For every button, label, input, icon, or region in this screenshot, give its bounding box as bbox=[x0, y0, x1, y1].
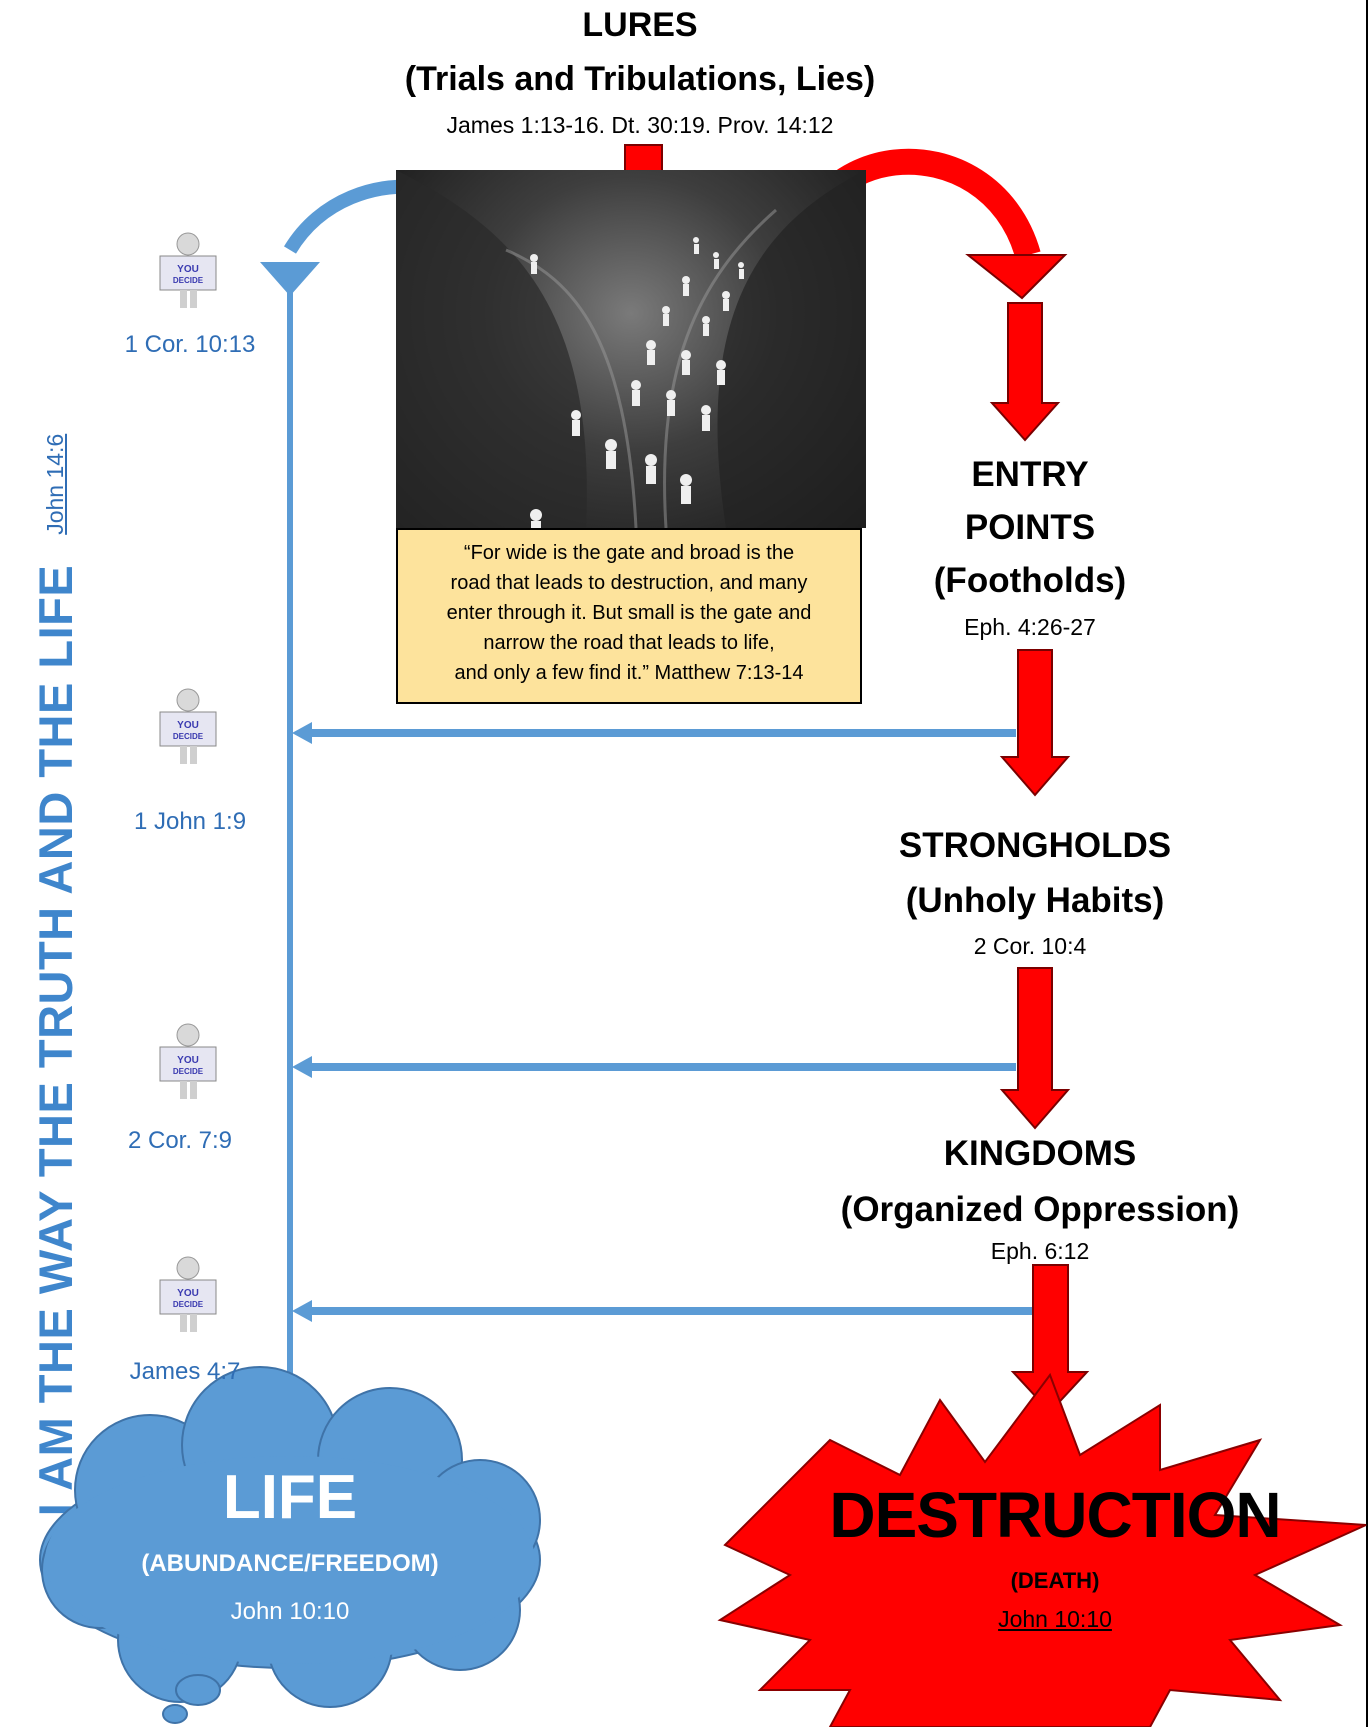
decision-ref-3: 2 Cor. 7:9 bbox=[127, 1127, 233, 1154]
entry-points-ref: Eph. 4:26-27 bbox=[964, 614, 1096, 640]
to-entry-arrow bbox=[989, 302, 1061, 442]
return-arrowhead-3 bbox=[292, 1300, 312, 1322]
decision-ref-2: 1 John 1:9 bbox=[133, 808, 247, 835]
you-decide-figure-4: YOU DECIDE bbox=[159, 1256, 217, 1332]
return-arrowhead-1 bbox=[292, 722, 312, 744]
entry-points-title-1: ENTRY bbox=[971, 455, 1089, 494]
destruction-curve-arrowhead bbox=[965, 254, 1068, 300]
return-arrow-3 bbox=[300, 1307, 1036, 1315]
you-decide-figure-3: YOU DECIDE bbox=[159, 1023, 217, 1099]
matthew-quote-box: “For wide is the gate and broad is the r… bbox=[396, 528, 862, 704]
svg-text:YOU: YOU bbox=[177, 720, 199, 731]
kingdoms-title: KINGDOMS bbox=[943, 1134, 1137, 1173]
to-kingdoms-arrow bbox=[999, 967, 1071, 1130]
quote-line: and only a few find it.” Matthew 7:13-14 bbox=[454, 662, 804, 684]
destruction-ref[interactable]: John 10:10 bbox=[998, 1606, 1112, 1632]
life-curve-arrowhead bbox=[260, 262, 320, 296]
return-arrow-1 bbox=[300, 729, 1016, 737]
quote-line: road that leads to destruction, and many bbox=[450, 572, 808, 594]
to-strongholds-arrow bbox=[999, 649, 1071, 797]
svg-text:DECIDE: DECIDE bbox=[173, 1067, 204, 1076]
svg-text:DECIDE: DECIDE bbox=[173, 732, 204, 741]
lures-subtitle: (Trials and Tribulations, Lies) bbox=[404, 60, 876, 98]
entry-points-subtitle: (Footholds) bbox=[933, 561, 1127, 600]
page-edge-line bbox=[1366, 0, 1368, 1727]
to-destruction-arrow bbox=[1010, 1264, 1090, 1414]
life-title: LIFE bbox=[222, 1463, 358, 1532]
life-path-line bbox=[287, 270, 293, 1415]
you-decide-figure-1: YOU DECIDE bbox=[159, 232, 217, 308]
forking-roads-photo bbox=[396, 170, 866, 528]
strongholds-title: STRONGHOLDS bbox=[898, 826, 1172, 865]
quote-line: enter through it. But small is the gate … bbox=[446, 602, 812, 624]
destruction-starburst bbox=[717, 1372, 1367, 1727]
quote-line: narrow the road that leads to life, bbox=[483, 632, 775, 654]
entry-points-title-2: POINTS bbox=[964, 508, 1096, 547]
life-subtitle: (ABUNDANCE/FREEDOM) bbox=[141, 1550, 439, 1577]
lures-refs: James 1:13-16. Dt. 30:19. Prov. 14:12 bbox=[446, 112, 834, 138]
kingdoms-subtitle: (Organized Oppression) bbox=[840, 1190, 1240, 1229]
svg-text:YOU: YOU bbox=[177, 1288, 199, 1299]
svg-text:YOU: YOU bbox=[177, 1055, 199, 1066]
quote-line: “For wide is the gate and broad is the bbox=[463, 542, 795, 564]
strongholds-ref: 2 Cor. 10:4 bbox=[973, 933, 1087, 959]
svg-text:DECIDE: DECIDE bbox=[173, 276, 204, 285]
strongholds-subtitle: (Unholy Habits) bbox=[905, 881, 1165, 920]
lures-title: LURES bbox=[582, 6, 698, 44]
return-arrow-2 bbox=[300, 1063, 1016, 1071]
life-ref: John 10:10 bbox=[230, 1598, 350, 1625]
destruction-title: DESTRUCTION bbox=[829, 1479, 1281, 1551]
kingdoms-ref: Eph. 6:12 bbox=[990, 1238, 1090, 1264]
you-decide-figure-2: YOU DECIDE bbox=[159, 688, 217, 764]
roads-illustration bbox=[396, 170, 866, 528]
destruction-subtitle: (DEATH) bbox=[1010, 1568, 1100, 1593]
decision-ref-1: 1 Cor. 10:13 bbox=[124, 331, 256, 358]
svg-text:DECIDE: DECIDE bbox=[173, 1300, 204, 1309]
return-arrowhead-2 bbox=[292, 1056, 312, 1078]
svg-text:YOU: YOU bbox=[177, 264, 199, 275]
decision-ref-4: James 4:7 bbox=[129, 1358, 241, 1385]
